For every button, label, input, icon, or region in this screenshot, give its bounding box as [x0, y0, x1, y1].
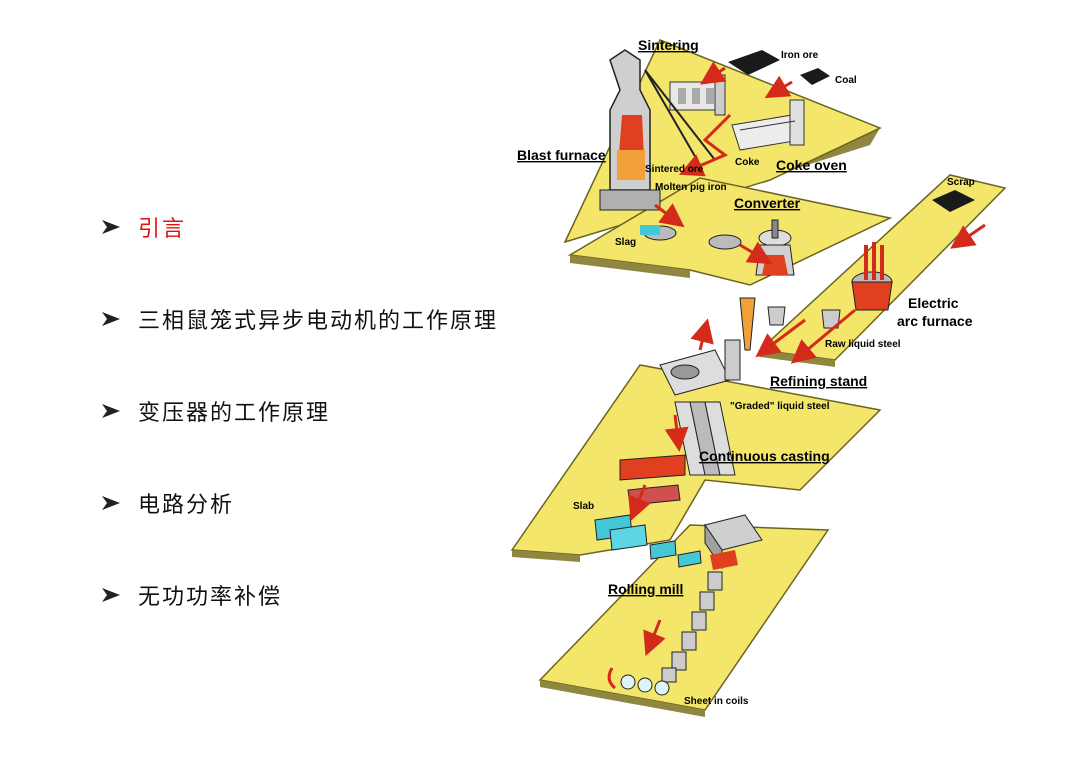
outline-item-intro[interactable]: 引言 — [100, 207, 186, 247]
slabs — [594, 514, 702, 568]
label-iron-ore: Iron ore — [781, 50, 819, 61]
platform-converter — [567, 177, 893, 286]
label-graded-liquid-steel: "Graded" liquid steel — [730, 401, 830, 412]
outline-item-circuit-analysis[interactable]: 电路分析 — [100, 483, 234, 523]
outline-item-label: 引言 — [138, 217, 187, 242]
label-slab: Slab — [573, 501, 594, 512]
label-refining-stand: Refining stand — [770, 373, 867, 389]
scrap-pile — [932, 190, 975, 212]
coke-oven — [731, 99, 805, 151]
outline-item-label: 变压器的工作原理 — [138, 401, 331, 426]
label-blast-furnace: Blast furnace — [517, 147, 606, 163]
ladles — [739, 297, 841, 351]
arrow-bullet-icon — [102, 312, 120, 326]
outline-item-induction-motor[interactable]: 三相鼠笼式异步电动机的工作原理 — [100, 299, 498, 339]
rolling-mill — [661, 514, 763, 683]
arrow-bullet-icon — [102, 588, 120, 602]
sheet-coils — [607, 667, 670, 696]
label-converter: Converter — [734, 195, 801, 211]
label-arc-furnace: arc furnace — [897, 313, 973, 329]
arrow-bullet-icon — [102, 404, 120, 418]
iron-ore-pile — [728, 50, 780, 75]
outline-item-label: 三相鼠笼式异步电动机的工作原理 — [138, 309, 499, 334]
platform-rolling — [538, 524, 830, 717]
label-coke: Coke — [735, 157, 760, 168]
flow-arrows — [628, 61, 986, 657]
slag-cars — [640, 225, 742, 250]
arrow-bullet-icon — [102, 220, 120, 234]
sintering-plant — [669, 74, 726, 116]
label-rolling-mill: Rolling mill — [608, 581, 683, 597]
blast-furnace — [599, 49, 716, 211]
label-coke-oven: Coke oven — [776, 157, 847, 173]
refining-stand — [659, 339, 741, 396]
label-sintering: Sintering — [638, 37, 699, 53]
label-slag: Slag — [615, 237, 636, 248]
label-raw-liquid-steel: Raw liquid steel — [825, 339, 901, 350]
label-sheet-in-coils: Sheet in coils — [684, 696, 749, 707]
label-scrap: Scrap — [947, 177, 975, 188]
outline-item-reactive-power[interactable]: 无功功率补偿 — [100, 575, 282, 615]
outline-item-transformer[interactable]: 变压器的工作原理 — [100, 391, 330, 431]
outline-item-label: 电路分析 — [138, 493, 235, 518]
coal-pile — [800, 68, 830, 85]
label-sintered-ore: Sintered ore — [645, 164, 704, 175]
outline-item-label: 无功功率补偿 — [138, 585, 283, 610]
arrow-bullet-icon — [102, 496, 120, 510]
continuous-casting-strands — [619, 401, 736, 506]
electric-arc-furnace — [851, 242, 893, 311]
label-coal: Coal — [835, 75, 857, 86]
label-continuous-casting: Continuous casting — [699, 448, 830, 464]
label-electric: Electric — [908, 295, 959, 311]
label-molten-pig-iron: Molten pig iron — [655, 182, 727, 193]
steel-production-diagram: Sintering Iron ore Coal Blast furnace Si… — [510, 37, 1007, 717]
